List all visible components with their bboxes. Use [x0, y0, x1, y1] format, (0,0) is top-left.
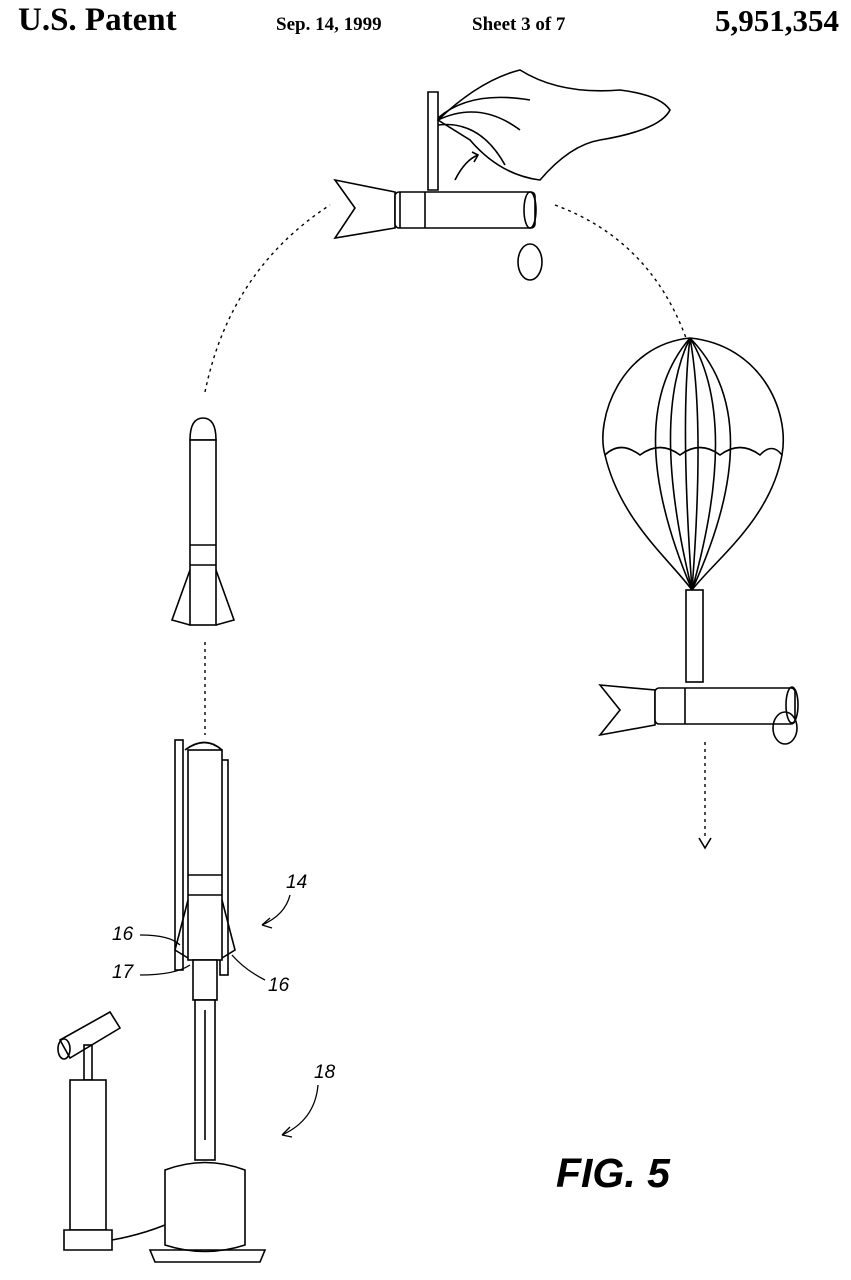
deploying-rocket — [333, 69, 671, 281]
sheet-number: Sheet 3 of 7 — [472, 14, 566, 35]
flight-path — [204, 204, 706, 838]
air-pump — [57, 1010, 166, 1251]
rocket-on-launcher — [148, 739, 267, 1263]
ref-label-14: 14 — [286, 872, 308, 893]
parachute-descent — [598, 337, 799, 745]
ref-label-17: 17 — [112, 962, 134, 983]
ref-label-16: 16 — [268, 975, 290, 996]
descent-arrow-icon — [698, 837, 712, 850]
patent-header-title: U.S. Patent — [18, 2, 177, 38]
ref-label-18: 18 — [314, 1062, 336, 1083]
figure-label: FIG. 5 — [556, 1150, 670, 1196]
patent-number: 5,951,354 — [715, 3, 839, 38]
patent-date: Sep. 14, 1999 — [276, 14, 382, 35]
ref-label-16: 16 — [112, 924, 134, 945]
leader-lines — [139, 894, 319, 1138]
ascending-rocket — [170, 417, 236, 626]
